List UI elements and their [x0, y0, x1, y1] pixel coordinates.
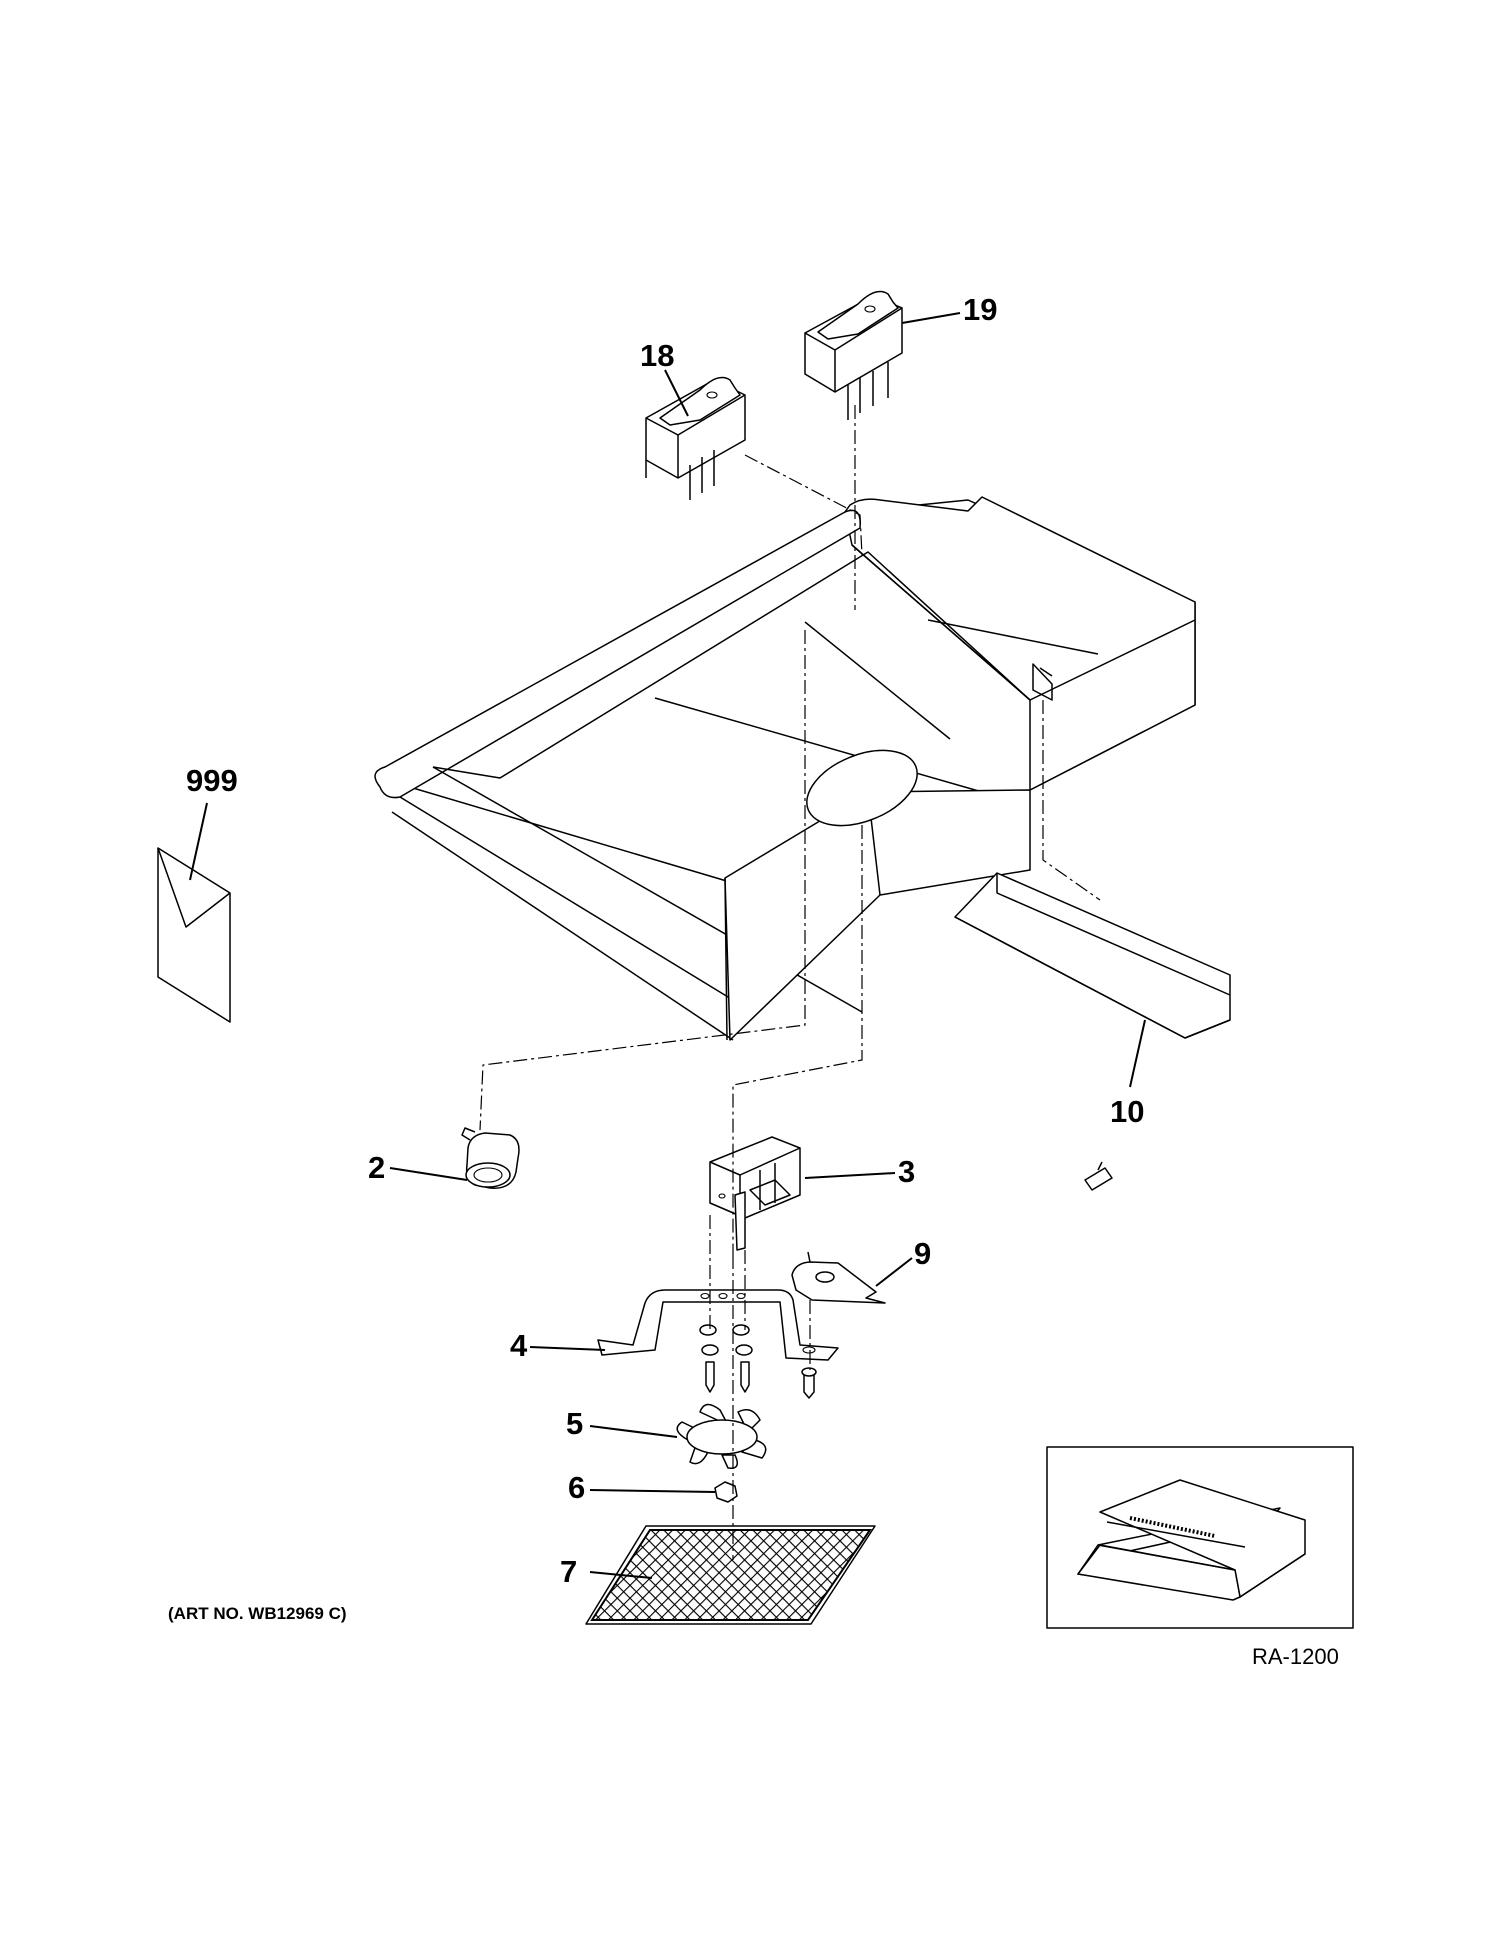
rocker-switch-19	[804, 290, 903, 420]
callout-5: 5	[566, 1406, 583, 1441]
fan-blade-5	[676, 1403, 767, 1469]
range-hood-body	[374, 496, 1196, 1041]
callout-9: 9	[914, 1236, 931, 1271]
callout-10: 10	[1110, 1094, 1144, 1129]
callout-7: 7	[560, 1554, 577, 1589]
rocker-switch-18	[645, 376, 746, 500]
callout-2: 2	[368, 1150, 385, 1185]
fan-nut-6	[714, 1481, 738, 1503]
art-number-caption: (ART NO. WB12969 C)	[168, 1604, 347, 1623]
assembled-hood-inset	[1046, 1446, 1354, 1629]
callout-18: 18	[640, 338, 674, 373]
callout-3: 3	[898, 1154, 915, 1189]
assembly-guide-lines	[479, 405, 1101, 1560]
callout-4: 4	[510, 1328, 528, 1363]
model-code: RA-1200	[1252, 1644, 1339, 1669]
callout-6: 6	[568, 1470, 585, 1505]
literature-packet-999	[157, 847, 231, 1023]
callout-leaders	[189, 312, 1146, 1579]
motor-3	[709, 1136, 801, 1251]
callout-19: 19	[963, 292, 997, 327]
light-cover-10	[954, 872, 1231, 1191]
lamp-socket-2	[461, 1127, 520, 1189]
grease-filter-7	[585, 1525, 876, 1625]
motor-mount-bracket-4	[597, 1289, 839, 1399]
bracket-9	[791, 1251, 886, 1304]
callout-999: 999	[186, 763, 238, 798]
